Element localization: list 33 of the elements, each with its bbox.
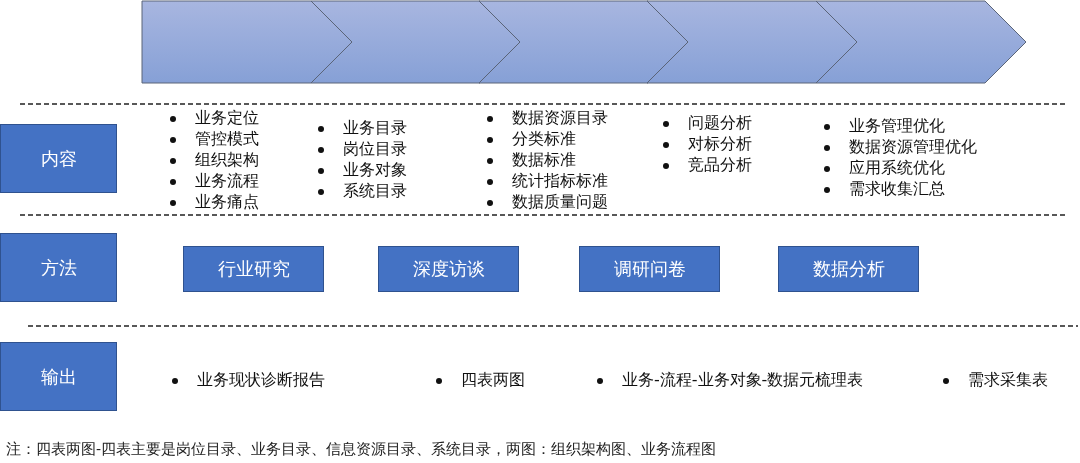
row-header: 方法 — [0, 233, 117, 302]
row-header: 输出 — [0, 342, 117, 411]
list-item: 应用系统优化 — [849, 158, 945, 179]
list-item: 数据标准 — [512, 150, 576, 171]
list-item: 分类标准 — [512, 129, 576, 150]
list-item: 岗位目录 — [343, 139, 407, 160]
list-item: 对标分析 — [688, 134, 752, 155]
list-item: 业务现状诊断报告 — [197, 370, 325, 391]
list-item: 业务-流程-业务对象-数据元梳理表 — [622, 370, 864, 391]
list-item: 数据资源管理优化 — [849, 137, 977, 158]
list-item: 业务目录 — [343, 118, 407, 139]
list-item: 业务痛点 — [195, 192, 259, 213]
list-item: 数据资源目录 — [512, 108, 608, 129]
list-item: 组织架构 — [195, 150, 259, 171]
list-item: 四表两图 — [461, 370, 525, 391]
list-item: 业务对象 — [343, 160, 407, 181]
list-item: 需求收集汇总 — [849, 179, 945, 200]
list-item: 竞品分析 — [688, 155, 752, 176]
list-item: 统计指标标准 — [512, 171, 608, 192]
list-item: 业务定位 — [195, 108, 259, 129]
method-box: 数据分析 — [778, 246, 919, 292]
caption: 注：四表两图-四表主要是岗位目录、业务目录、信息资源目录、系统目录，两图：组织架构图、业务流程图 — [6, 440, 717, 459]
list-item: 系统目录 — [343, 181, 407, 202]
list-item: 业务管理优化 — [849, 116, 945, 137]
list-item: 管控模式 — [195, 129, 259, 150]
row-header: 内容 — [0, 124, 117, 193]
list-item: 问题分析 — [688, 113, 752, 134]
method-box: 深度访谈 — [378, 246, 519, 292]
list-item: 数据质量问题 — [512, 192, 608, 213]
method-box: 行业研究 — [183, 246, 324, 292]
list-item: 需求采集表 — [968, 370, 1048, 391]
method-box: 调研问卷 — [579, 246, 720, 292]
list-item: 业务流程 — [195, 171, 259, 192]
